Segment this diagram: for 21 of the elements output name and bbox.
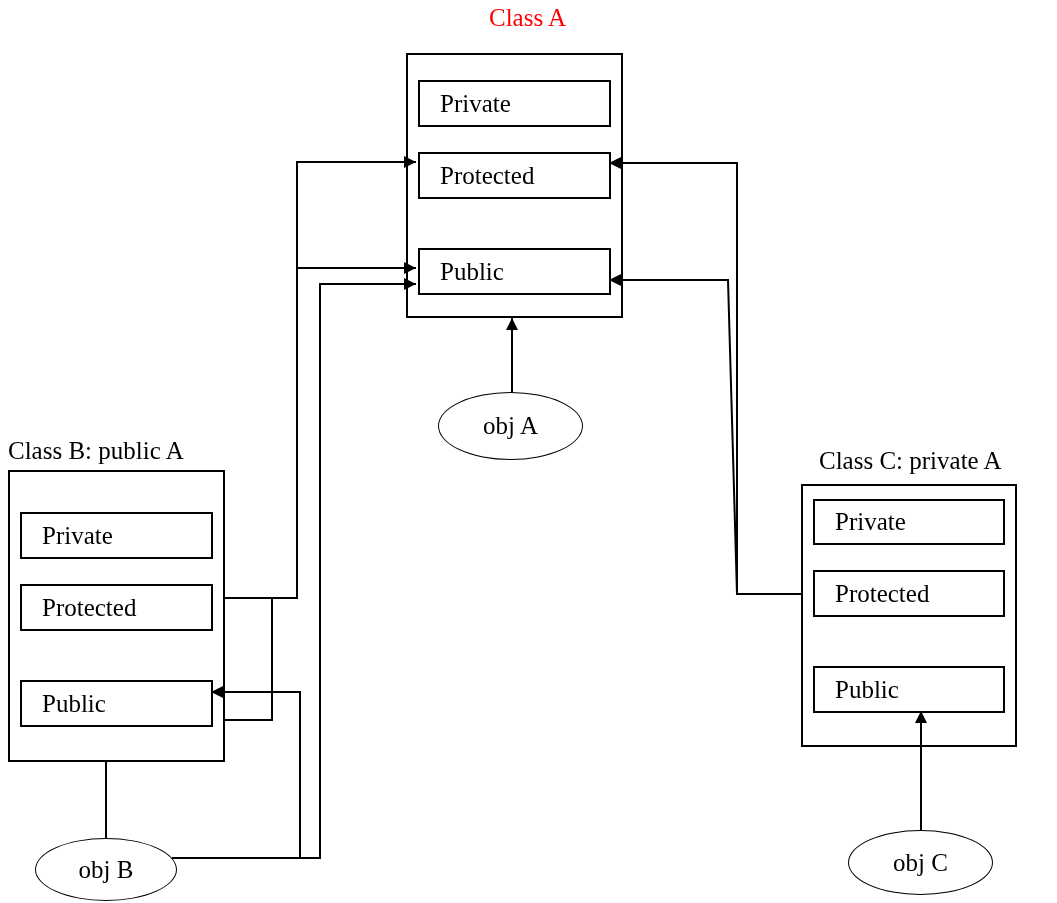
access-section: Public — [418, 248, 611, 295]
connector-line — [224, 597, 273, 721]
object-ellipse: obj C — [848, 830, 993, 895]
arrow — [506, 317, 518, 393]
access-section: Protected — [418, 152, 611, 199]
access-section: Public — [20, 680, 213, 727]
access-section: Protected — [20, 584, 213, 631]
access-section: Public — [813, 666, 1005, 713]
object-ellipse: obj B — [35, 838, 177, 901]
arrow — [224, 262, 417, 599]
connector-line — [105, 761, 107, 839]
class-title: Class C: private A — [819, 446, 1002, 476]
access-section: Private — [418, 80, 611, 127]
arrow — [171, 686, 301, 859]
object-ellipse: obj A — [438, 392, 583, 460]
class-title: Class B: public A — [8, 436, 184, 466]
arrow — [915, 710, 927, 831]
access-section: Private — [20, 512, 213, 559]
access-section: Private — [813, 499, 1005, 545]
class-title: Class A — [489, 3, 567, 33]
access-section: Protected — [813, 570, 1005, 617]
